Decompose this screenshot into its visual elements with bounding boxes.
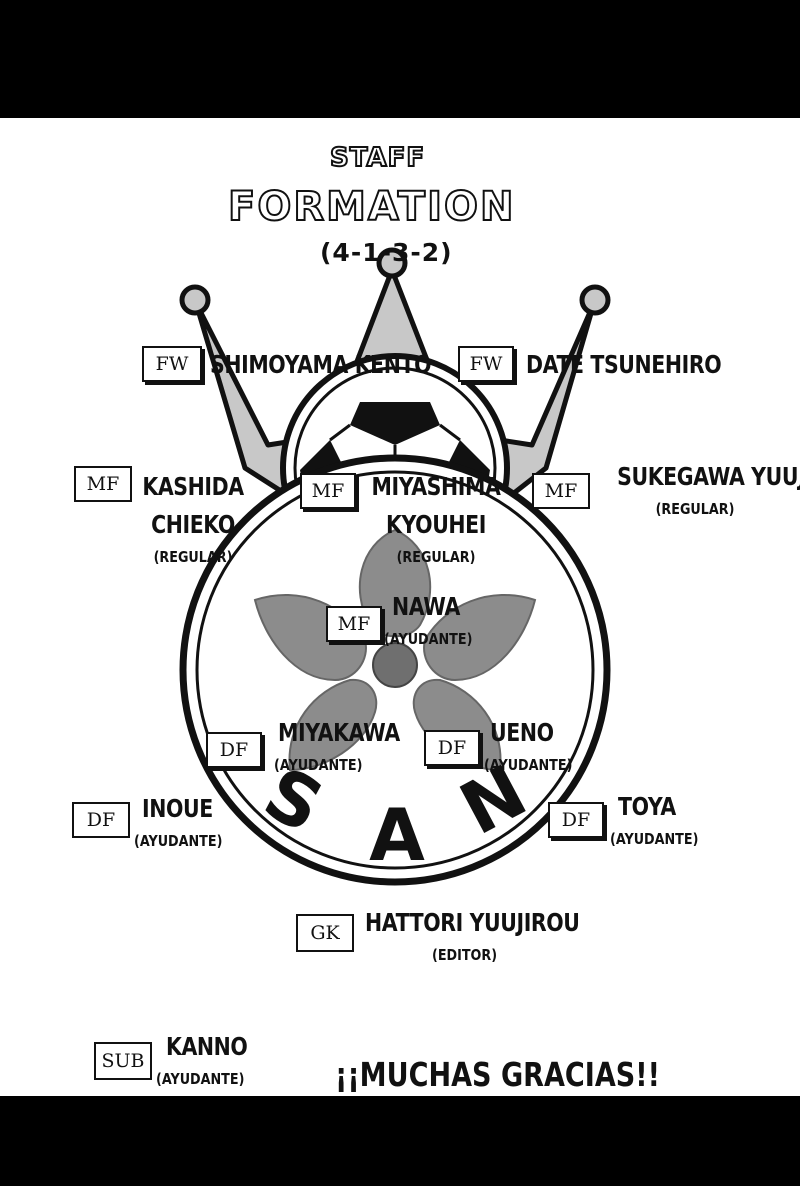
top-black-bar (0, 0, 800, 118)
player-role-nawa: (AYUDANTE) (384, 630, 473, 648)
position-badge-df: DF (206, 732, 262, 768)
player-name-shimoyama: SHIMOYAMA KENTO (210, 350, 432, 379)
position-badge-gk: GK (296, 914, 354, 952)
position-badge-fw: FW (458, 346, 514, 382)
player-role-miyashima: (REGULAR) (396, 548, 476, 566)
player-role-sukegawa: (REGULAR) (655, 500, 735, 518)
player-name-hattori: HATTORI YUUJIROU (365, 908, 580, 937)
player-role-toya: (AYUDANTE) (610, 830, 699, 848)
player-name-kashida-line2: CHIEKO (151, 510, 235, 539)
player-name-ueno: UENO (490, 718, 554, 747)
position-badge-df: DF (72, 802, 130, 838)
formation-title: FORMATION (227, 183, 516, 231)
position-badge-mf: MF (300, 473, 356, 509)
position-badge-sub: SUB (94, 1042, 152, 1080)
player-name-date: DATE TSUNEHIRO (526, 350, 722, 379)
position-badge-mf: MF (532, 473, 590, 509)
player-name-miyashima-line1: MIYASHIMA (371, 472, 501, 501)
player-role-ueno: (AYUDANTE) (484, 756, 573, 774)
position-badge-df: DF (548, 802, 604, 838)
position-badge-mf: MF (74, 466, 132, 502)
player-name-inoue: INOUE (142, 794, 213, 823)
position-badge-df: DF (424, 730, 480, 766)
staff-title: STAFF (329, 142, 426, 174)
bottom-black-bar (0, 1096, 800, 1186)
formation-scheme: (4-1-3-2) (320, 238, 453, 267)
player-role-miyakawa: (AYUDANTE) (274, 756, 363, 774)
player-role-kanno: (AYUDANTE) (156, 1070, 245, 1088)
player-name-miyakawa: MIYAKAWA (278, 718, 400, 747)
player-name-miyashima-line2: KYOUHEI (385, 510, 486, 539)
position-badge-fw: FW (142, 346, 202, 382)
flower-icon (253, 528, 537, 772)
player-name-kashida-line1: KASHIDA (142, 472, 244, 501)
player-name-kanno: KANNO (166, 1032, 248, 1061)
player-name-toya: TOYA (618, 792, 676, 821)
player-role-inoue: (AYUDANTE) (134, 832, 223, 850)
thanks-text: ¡¡MUCHAS GRACIAS!! (335, 1055, 660, 1094)
emblem-letter-a: A (369, 793, 425, 877)
player-role-hattori: (EDITOR) (432, 946, 498, 964)
position-badge-mf: MF (326, 606, 382, 642)
player-role-kashida: (REGULAR) (153, 548, 233, 566)
player-name-sukegawa: SUKEGAWA YUUJI (617, 462, 800, 491)
player-name-nawa: NAWA (392, 592, 461, 621)
